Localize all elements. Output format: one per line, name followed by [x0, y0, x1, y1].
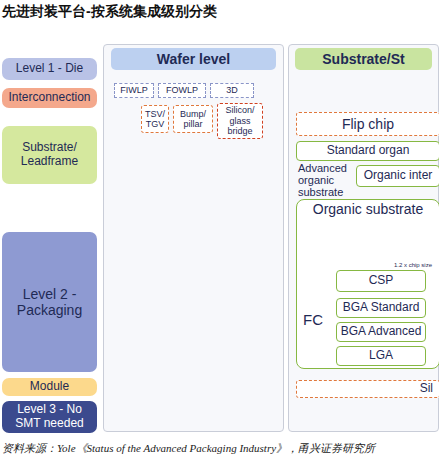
category-box: Module: [2, 378, 97, 396]
category-box: Sil: [296, 380, 439, 398]
box-text: Module: [30, 380, 69, 394]
category-box: Level 1 - Die: [2, 58, 97, 80]
panel-box: Wafer levelFIWLP FOWLP 3D TSV/ TGV Bump/ pil…: [103, 44, 284, 432]
box-text: Organic inter: [364, 169, 433, 183]
category-box: Standard organ: [296, 141, 439, 161]
category-box: Silicon/ glass bridge: [217, 103, 263, 139]
category-box: CSP: [336, 270, 426, 292]
category-box: 3D: [210, 83, 254, 98]
category-box: Bump/ pillar: [173, 105, 213, 133]
box-text: Substrate/ Leadframe: [5, 141, 94, 169]
category-box: TSV/ TGV: [141, 105, 169, 133]
box-text: Organic substrate: [313, 201, 424, 217]
category-box: Organic substrateCSP BGA StandardBGA Adva…: [296, 199, 439, 369]
category-box: FOWLP: [158, 83, 206, 98]
panel-heading: Substrate/St: [295, 48, 432, 70]
category-box: Interconnection: [2, 88, 97, 108]
title: 先进封装平台-按系统集成级别分类: [2, 3, 217, 21]
text-label: FC: [303, 311, 329, 328]
box-text: Silicon/ glass bridge: [219, 105, 261, 136]
box-text: Level 3 - No SMT needed: [5, 403, 94, 431]
text-label: 1.2 x chip size: [394, 262, 432, 268]
category-box: Substrate/ Leadframe: [2, 126, 97, 184]
box-text: BGA Advanced: [341, 325, 422, 339]
category-box: FIWLP: [114, 83, 154, 98]
category-box: Organic inter: [356, 165, 439, 187]
box-text: BGA Standard: [343, 301, 420, 315]
box-text: Bump/ pillar: [175, 109, 211, 130]
panel-heading: Wafer level: [111, 48, 276, 70]
box-text: LGA: [369, 349, 393, 363]
category-box: Level 3 - No SMT needed: [2, 401, 97, 433]
box-text: Interconnection: [8, 91, 90, 105]
box-text: FIWLP: [120, 85, 148, 95]
caption: 资料来源：Yole《Status of the Advanced Packagi…: [2, 441, 375, 456]
category-box: BGA Standard: [336, 298, 426, 318]
panel-box: Substrate/StFlip chipStandard organOrgan…: [288, 44, 439, 432]
box-text: CSP: [369, 274, 394, 288]
category-box: BGA Advanced: [336, 322, 426, 342]
category-box: Level 2 - Packaging: [2, 232, 97, 372]
category-box: LGA: [336, 346, 426, 366]
box-text: Level 1 - Die: [16, 62, 83, 76]
box-text: Flip chip: [342, 116, 394, 132]
box-text: TSV/ TGV: [143, 109, 167, 130]
box-text: 3D: [226, 85, 238, 95]
box-text: Sil: [420, 382, 433, 396]
box-text: FOWLP: [166, 85, 198, 95]
category-box: Flip chip: [296, 112, 439, 136]
box-text: Level 2 - Packaging: [5, 286, 94, 318]
text-label: Advanced organic substrate: [298, 162, 354, 198]
box-text: Standard organ: [327, 144, 410, 158]
